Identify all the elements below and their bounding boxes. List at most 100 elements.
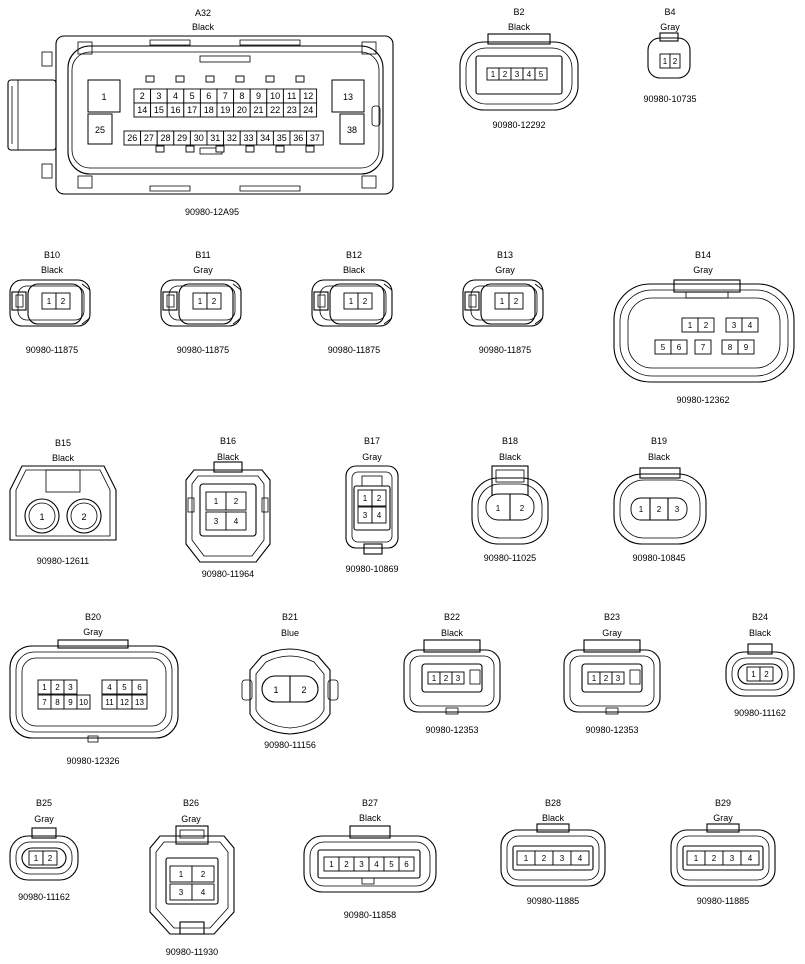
pin-number: 2 (514, 297, 519, 306)
pin-cell: 22 (266, 102, 284, 118)
pin-cell: 4 (570, 850, 590, 866)
pin-number: 2 (344, 860, 349, 869)
connector-code: B28 (545, 798, 561, 808)
connector-color: Black (192, 22, 215, 32)
pin-number: 3 (68, 683, 73, 692)
pin-number: 29 (177, 133, 187, 143)
part-number: 90980-11875 (479, 345, 531, 355)
pin-number: 4 (748, 321, 753, 330)
pin-number: 13 (343, 92, 353, 102)
connector-code: B10 (44, 250, 60, 260)
pin-number: 5 (122, 683, 127, 692)
pin-cell: 32 (223, 130, 241, 146)
connector-code: B19 (651, 436, 667, 446)
pin-cell: 2 (206, 292, 222, 310)
pin-number: 37 (310, 133, 320, 143)
pin-number: 1 (47, 297, 52, 306)
pin-cell: 4 (191, 883, 215, 901)
pin-number: 1 (496, 504, 501, 513)
pin-number: 18 (204, 105, 214, 115)
connector-color: Black (648, 452, 671, 462)
connector-color: Gray (713, 813, 733, 823)
part-number: 90980-12362 (676, 395, 729, 405)
pin-number: 2 (363, 297, 368, 306)
pin-cell: 1 (192, 292, 208, 310)
pin-cell: 4 (740, 850, 760, 866)
connector-color: Black (41, 265, 64, 275)
part-number: 90980-12353 (585, 725, 638, 735)
pin-cell: 2 (599, 671, 613, 685)
pin-number: 12 (120, 698, 129, 707)
pin-cell: 4 (225, 511, 247, 531)
pin-cell: 2 (191, 865, 215, 883)
pin-cell: 1 (357, 489, 373, 507)
connector-color: Black (343, 265, 366, 275)
pin-cell: 12 (116, 694, 133, 710)
pin-cell: 33 (239, 130, 258, 146)
pin-cell: 6 (199, 88, 218, 104)
pin-cell: 4 (741, 317, 759, 333)
pin-cell: 29 (173, 130, 191, 146)
pin-cell: 2 (508, 292, 524, 310)
pin-number: 23 (287, 105, 297, 115)
connector-code: A32 (195, 8, 211, 18)
pin-number: 2 (301, 685, 306, 695)
pin-number: 2 (61, 297, 66, 306)
pin-number: 3 (732, 321, 737, 330)
pin-number: 1 (179, 870, 184, 879)
pin-number: 6 (677, 343, 682, 352)
pin-cell: 26 (123, 130, 142, 146)
pin-number: 5 (539, 70, 544, 79)
pin-cell: 1 (516, 850, 536, 866)
connector-code: B26 (183, 798, 199, 808)
pin-number: 1 (101, 92, 106, 102)
pin-number: 7 (223, 91, 228, 101)
connector-code: B25 (36, 798, 52, 808)
pin-number: 12 (303, 91, 313, 101)
pin-number: 1 (198, 297, 203, 306)
pin-cell: 7 (216, 88, 235, 104)
pin-number: 2 (377, 494, 382, 503)
pin-cell: 5 (654, 339, 672, 355)
part-number: 90980-11162 (734, 708, 786, 718)
pin-number: 11 (287, 91, 296, 101)
connector-color: Gray (660, 22, 680, 32)
pin-number: 15 (154, 105, 164, 115)
pin-cell: 17 (183, 102, 201, 118)
pin-cell: 3 (150, 88, 168, 104)
connector-color: Gray (693, 265, 713, 275)
pin-cell: 20 (233, 102, 251, 118)
pin-number: 8 (239, 91, 244, 101)
pin-number: 1 (42, 683, 47, 692)
connector-code: B27 (362, 798, 378, 808)
pin-cell: 31 (206, 130, 225, 146)
pin-number: 1 (349, 297, 354, 306)
pin-number: 3 (675, 505, 680, 514)
pin-number: 1 (500, 297, 505, 306)
pin-number: 9 (256, 91, 261, 101)
pin-cell: 34 (256, 130, 274, 146)
pin-cell: 1 (41, 292, 57, 310)
pin-cell: 11 (101, 694, 118, 710)
pin-number: 1 (688, 321, 693, 330)
pin-cell: 2 (534, 850, 554, 866)
connector-code: B2 (513, 7, 524, 17)
pin-cell: 3 (451, 671, 465, 685)
connector-code: B20 (85, 612, 101, 622)
connector-b21: B21 Blue 90980-11156 1 2 (241, 612, 339, 750)
pin-cell: 3 (169, 883, 193, 901)
pin-cell: 1 (746, 666, 761, 682)
pin-number: 3 (456, 674, 461, 683)
pin-cell: 5 (534, 67, 548, 81)
pin-cell: 3 (353, 856, 370, 872)
connector-color: Gray (362, 452, 382, 462)
pin-cell: 4 (522, 67, 536, 81)
pin-number: 1 (663, 57, 668, 66)
